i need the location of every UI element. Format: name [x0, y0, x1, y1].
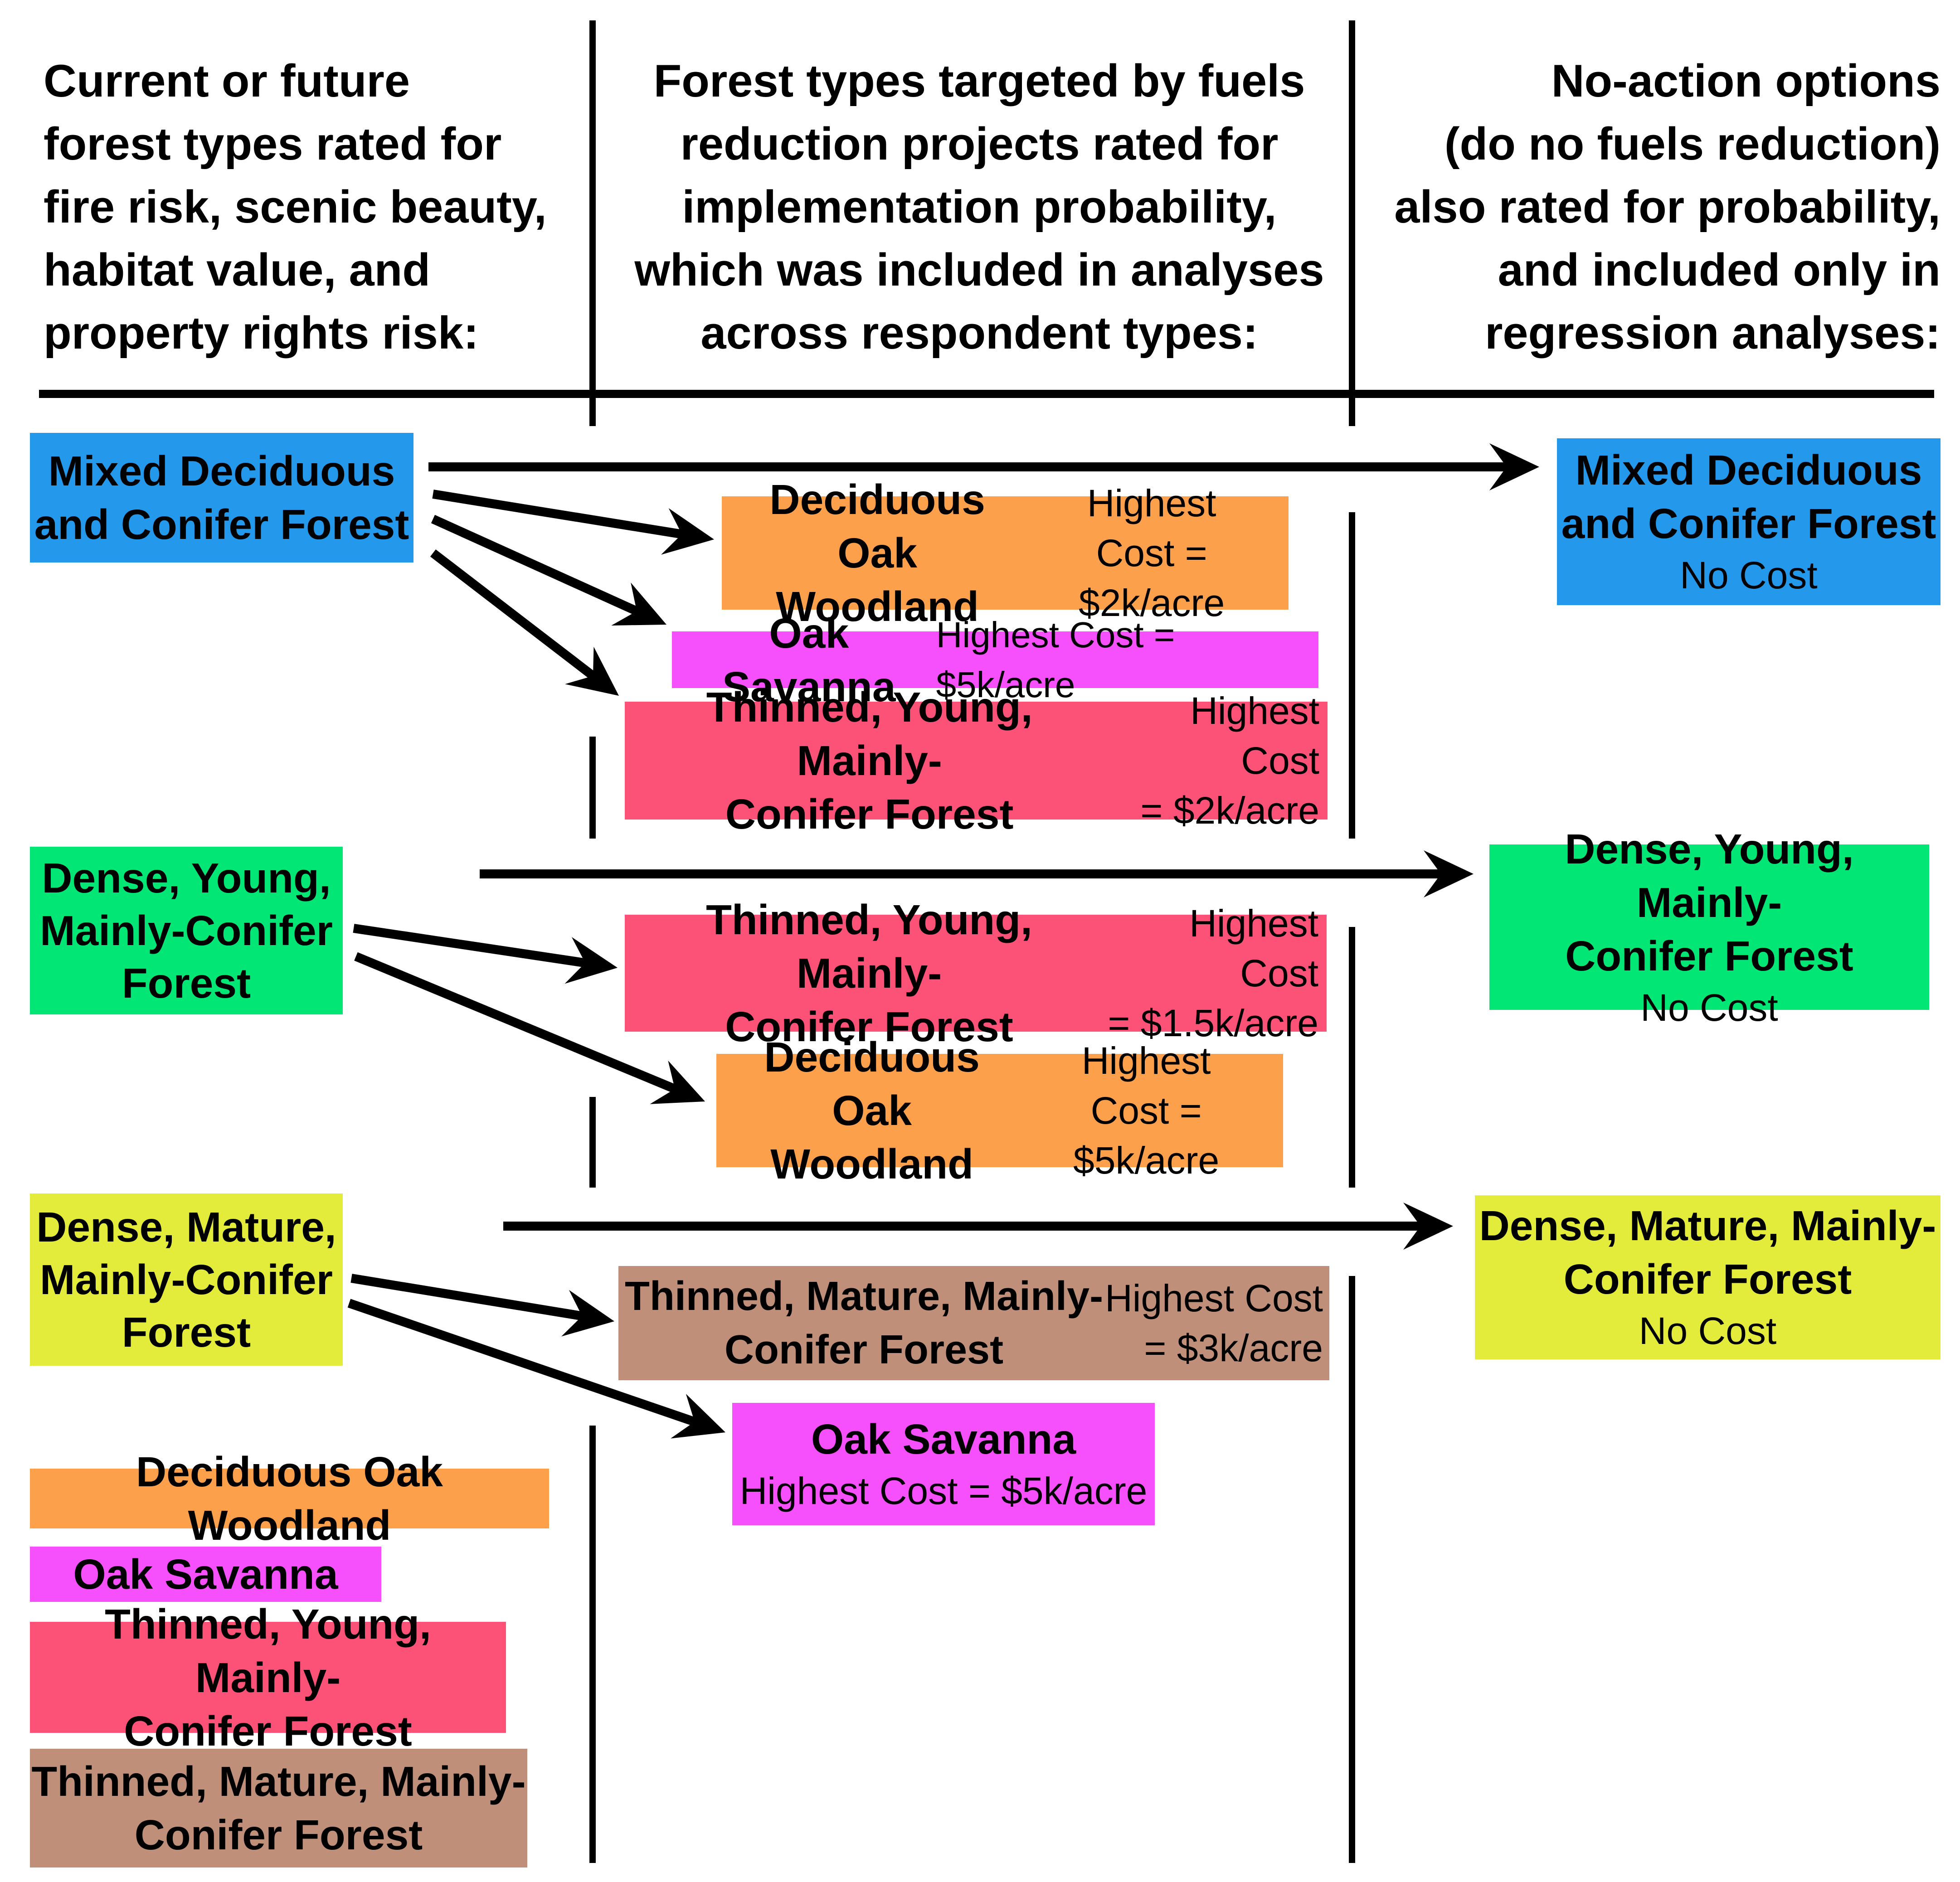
column-divider-left-seg3: [589, 1426, 596, 1863]
arrow-mature-to-oak-savanna-head: [671, 1394, 725, 1439]
legend-label: Thinned, Mature, Mainly- Conifer Forest: [31, 1758, 526, 1858]
no-action-name: Mixed Deciduous and Conifer Forest: [1561, 446, 1936, 547]
no-action-dense-young-conifer: Dense, Young, Mainly- Conifer Forest No …: [1489, 825, 1929, 1029]
no-action-mixed-deciduous-conifer: Mixed Deciduous and Conifer Forest No Co…: [1557, 438, 1941, 605]
arrow-mixed-to-thinned-young-head: [565, 646, 619, 696]
column-divider-right-seg1: [1349, 512, 1355, 839]
column-divider-left-seg2: [589, 1097, 596, 1188]
target-mixed-oak-savanna: Oak Savanna Highest Cost = $5k/acre: [672, 610, 1318, 710]
arrow-young-to-thinned-young: [353, 924, 618, 984]
source-dense-mature-label: Dense, Mature, Mainly-Conifer Forest: [36, 1203, 336, 1356]
arrow-young-to-thinned-young-shaft: [353, 924, 586, 968]
arrow-young-to-oak-woodland-head: [650, 1060, 705, 1104]
column-divider-left-top: [589, 20, 596, 426]
column-divider-right-top: [1349, 20, 1355, 426]
no-action-cost: No Cost: [1680, 554, 1818, 597]
target-cost: Highest Cost = $3k/acre: [1105, 1277, 1323, 1369]
arrow-mixed-to-oak-woodland-shaft: [432, 490, 683, 539]
source-dense-mature-conifer: Dense, Mature, Mainly-Conifer Forest: [30, 1193, 343, 1366]
column-divider-right-seg3: [1349, 1276, 1355, 1863]
header-divider: [39, 390, 1934, 398]
arrow-mature-to-oak-savanna: [347, 1299, 725, 1439]
arrow-mixed-to-oak-savanna: [431, 514, 666, 626]
arrow-young-to-oak-woodland: [354, 952, 705, 1104]
legend-deciduous-oak-woodland: Deciduous Oak Woodland: [30, 1448, 549, 1549]
target-cost: Highest Cost = $1.5k/acre: [1108, 902, 1318, 1044]
target-name: Oak Savanna: [811, 1416, 1076, 1463]
arrow-mixed-to-oak-woodland-head: [661, 508, 714, 555]
target-name: Deciduous Oak Woodland: [764, 1033, 980, 1188]
target-cost: Highest Cost = $5k/acre: [1073, 1039, 1220, 1182]
arrow-young-to-no-action: [480, 850, 1474, 897]
target-young-deciduous-oak-woodland: Deciduous Oak Woodland Highest Cost = $5…: [716, 1033, 1283, 1188]
legend-label: Thinned, Young, Mainly- Conifer Forest: [105, 1600, 431, 1755]
target-name: Thinned, Young, Mainly- Conifer Forest: [706, 896, 1032, 1050]
target-name: Thinned, Young, Mainly- Conifer Forest: [706, 684, 1033, 838]
arrow-mature-to-oak-savanna-shaft: [347, 1299, 696, 1426]
target-mixed-thinned-young-conifer: Thinned, Young, Mainly- Conifer Forest H…: [625, 684, 1328, 838]
header-targeted-forest-types: Forest types targeted by fuels reduction…: [634, 56, 1324, 359]
target-mixed-deciduous-oak-woodland: Deciduous Oak Woodland Highest Cost = $2…: [722, 476, 1289, 630]
legend-label: Deciduous Oak Woodland: [136, 1448, 443, 1549]
arrow-mixed-to-no-action: [428, 443, 1539, 490]
header-no-action-options: No-action options (do no fuels reduction…: [1394, 56, 1941, 359]
header-current-forest-types: Current or future forest types rated for…: [44, 56, 547, 359]
arrow-mature-to-thinned-mature-shaft: [350, 1274, 583, 1321]
column-divider-left-seg1: [589, 737, 596, 839]
arrow-mixed-to-thinned-young: [430, 549, 619, 696]
target-cost: Highest Cost = $2k/acre: [1079, 482, 1225, 624]
source-dense-young-label: Dense, Young, Mainly-Conifer Forest: [40, 854, 333, 1007]
no-action-cost: No Cost: [1639, 1310, 1777, 1352]
target-cost: Highest Cost = $2k/acre: [1140, 689, 1319, 832]
legend-oak-savanna: Oak Savanna: [30, 1547, 381, 1602]
legend-thinned-mature-conifer: Thinned, Mature, Mainly- Conifer Forest: [30, 1749, 527, 1867]
arrow-young-to-oak-woodland-shaft: [354, 952, 677, 1093]
no-action-name: Dense, Mature, Mainly- Conifer Forest: [1479, 1202, 1936, 1303]
arrow-mixed-to-oak-savanna-shaft: [431, 514, 639, 616]
arrow-young-to-no-action-head: [1424, 850, 1474, 897]
target-mature-thinned-mature-conifer: Thinned, Mature, Mainly- Conifer Forest …: [618, 1266, 1329, 1380]
target-mature-oak-savanna: Oak Savanna Highest Cost = $5k/acre: [732, 1403, 1155, 1525]
target-cost: Highest Cost = $5k/acre: [739, 1470, 1148, 1512]
no-action-cost: No Cost: [1640, 986, 1778, 1029]
no-action-dense-mature-conifer: Dense, Mature, Mainly- Conifer Forest No…: [1475, 1195, 1941, 1359]
target-young-thinned-young-conifer: Thinned, Young, Mainly- Conifer Forest H…: [625, 896, 1327, 1050]
arrow-mature-to-thinned-mature: [350, 1274, 614, 1337]
legend-thinned-young-conifer: Thinned, Young, Mainly- Conifer Forest: [30, 1601, 506, 1755]
source-mixed-deciduous-conifer: Mixed Deciduous and Conifer Forest: [30, 433, 413, 563]
arrow-mixed-to-oak-savanna-head: [611, 582, 666, 626]
arrow-mixed-to-no-action-head: [1489, 443, 1539, 490]
arrow-mature-to-no-action: [503, 1203, 1453, 1250]
arrow-mature-to-no-action-head: [1403, 1203, 1453, 1250]
arrow-mixed-to-thinned-young-shaft: [430, 549, 596, 680]
column-divider-right-seg2: [1349, 927, 1355, 1188]
arrow-mature-to-thinned-mature-head: [561, 1290, 614, 1337]
legend-label: Oak Savanna: [73, 1551, 338, 1598]
no-action-name: Dense, Young, Mainly- Conifer Forest: [1565, 825, 1854, 980]
target-cost: Highest Cost = $5k/acre: [936, 614, 1175, 705]
arrow-young-to-thinned-young-head: [564, 937, 618, 984]
arrow-mixed-to-oak-woodland: [432, 490, 714, 555]
target-name: Thinned, Mature, Mainly- Conifer Forest: [625, 1274, 1104, 1373]
source-mixed-label: Mixed Deciduous and Conifer Forest: [34, 447, 409, 548]
target-name: Deciduous Oak Woodland: [769, 476, 985, 630]
source-dense-young-conifer: Dense, Young, Mainly-Conifer Forest: [30, 847, 343, 1014]
